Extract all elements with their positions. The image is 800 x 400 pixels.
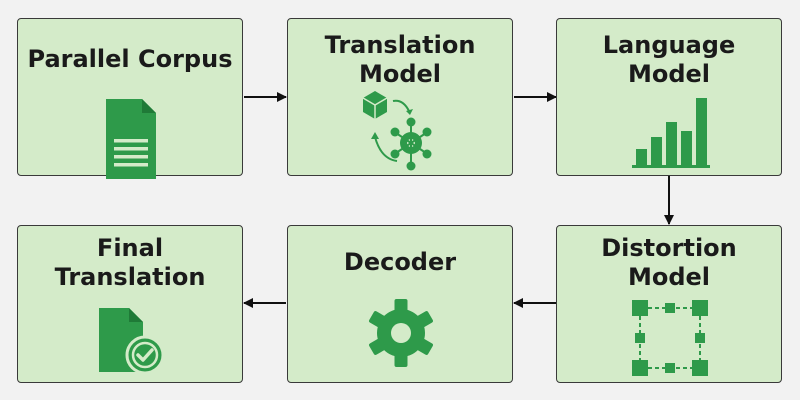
gear-icon: [369, 299, 433, 367]
bar-chart-icon: [632, 98, 710, 168]
document-check-icon: [99, 308, 165, 375]
node-label: Parallel Corpus: [27, 45, 233, 73]
node-language-model: Language Model: [556, 18, 782, 176]
node-distortion-model: Distortion Model: [556, 225, 782, 383]
node-label: Decoder: [343, 248, 457, 276]
model-cycle-icon: [362, 91, 432, 171]
node-label: Language Model: [602, 31, 736, 88]
document-icon: [106, 99, 156, 179]
node-label: Distortion Model: [601, 234, 737, 291]
node-translation-model: Translation Model: [287, 18, 513, 176]
node-decoder: Decoder: [287, 225, 513, 383]
node-grid-icon: [632, 300, 708, 376]
node-label: Translation Model: [324, 31, 476, 88]
node-final-translation: Final Translation: [17, 225, 243, 383]
node-parallel-corpus: Parallel Corpus: [17, 18, 243, 179]
node-label: Final Translation: [54, 234, 206, 291]
